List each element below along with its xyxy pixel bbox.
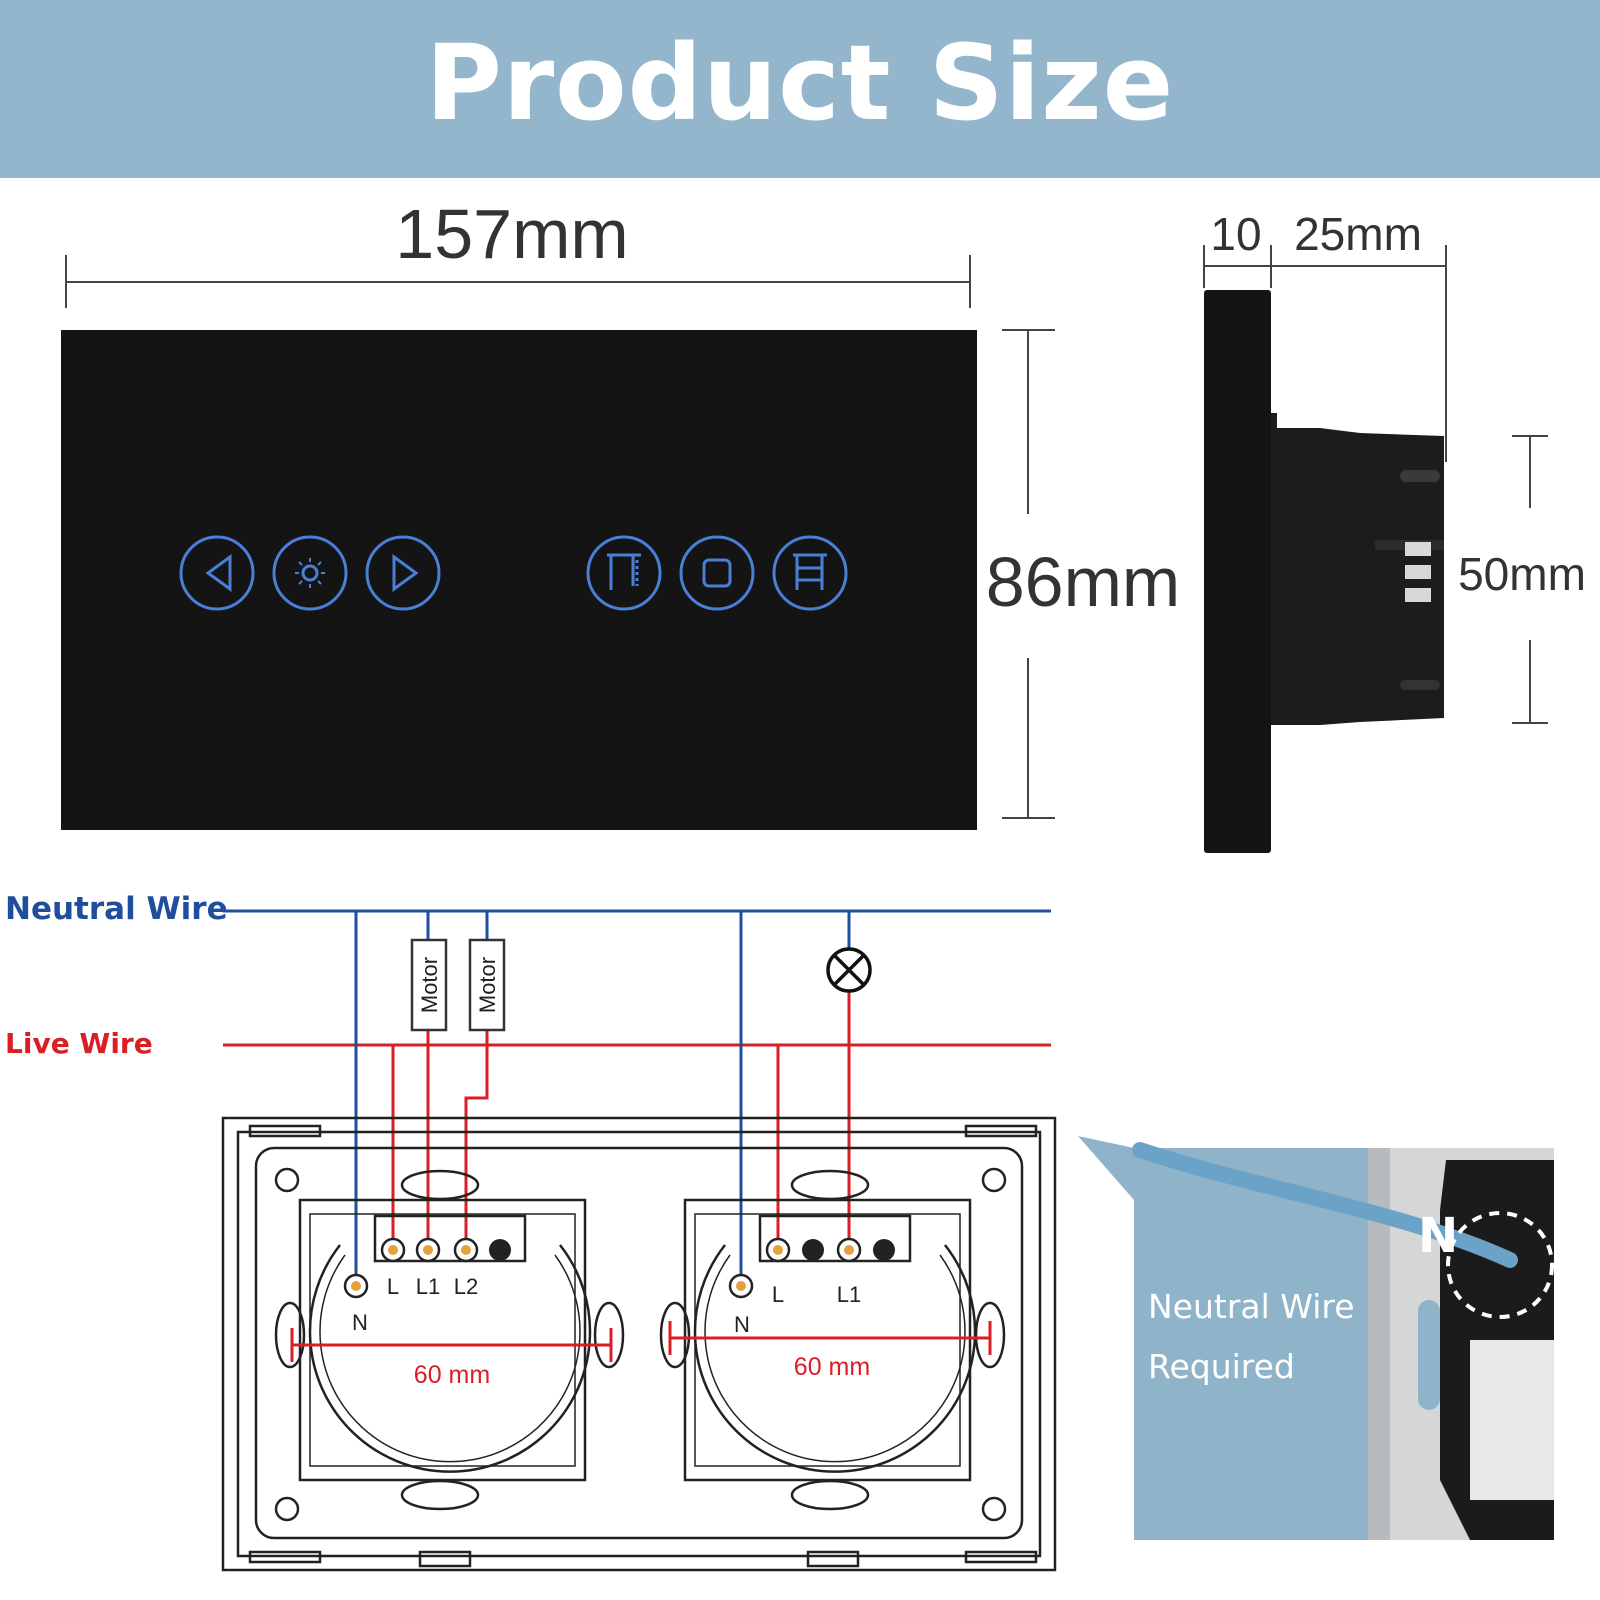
right-terminal-n: N: [734, 1312, 750, 1337]
header-banner: Product Size: [0, 0, 1600, 178]
left-module: [274, 1169, 625, 1511]
right-terminal-l1: L1: [837, 1282, 861, 1307]
inset-text-line1: Neutral Wire: [1148, 1287, 1355, 1326]
left-terminal-l2: L2: [454, 1274, 478, 1299]
left-terminals: [343, 1237, 511, 1299]
stop-icon: [679, 535, 755, 611]
width-label: 157mm: [395, 195, 628, 273]
right-spacing-dimension: [668, 1321, 992, 1355]
curtain-open-icon: [586, 535, 662, 611]
depth-label-glass: 10: [1210, 208, 1261, 260]
right-arrow-icon: [365, 535, 441, 611]
left-arrow-icon: [179, 535, 255, 611]
motor-box-2: Motor: [468, 938, 506, 1032]
right-spacing-label: 60 mm: [794, 1353, 870, 1381]
motor-label-2: Motor: [475, 957, 500, 1013]
inset-neutral-badge: N: [1418, 1208, 1458, 1264]
body-height-label: 50mm: [1458, 548, 1586, 600]
light-icon: [272, 535, 348, 611]
side-body-height-dimension: 50mm: [1458, 435, 1586, 724]
curtain-close-icon: [772, 535, 848, 611]
left-terminal-l: L: [387, 1274, 399, 1299]
left-spacing-dimension: [290, 1328, 613, 1362]
front-height-dimension: 86mm: [986, 329, 1180, 819]
switch-back-frame: [221, 1116, 1057, 1572]
neutral-wire-label: Neutral Wire: [5, 891, 228, 927]
height-label: 86mm: [986, 543, 1180, 621]
right-terminals: [728, 1237, 895, 1299]
side-depth-dimension: 10 25mm: [1203, 208, 1447, 462]
lamp-icon: [826, 947, 872, 993]
neutral-connections: [354, 911, 851, 1285]
left-terminal-n: N: [352, 1310, 368, 1335]
right-module: [659, 1169, 1006, 1511]
switch-side-profile: [1204, 290, 1444, 853]
neutral-wire-inset: [1078, 1136, 1554, 1540]
front-width-dimension: 157mm: [65, 195, 971, 308]
left-spacing-label: 60 mm: [414, 1361, 490, 1389]
live-wire-label: Live Wire: [5, 1027, 153, 1060]
motor-box-1: Motor: [410, 938, 448, 1032]
right-terminal-l: L: [772, 1282, 784, 1307]
page-title: Product Size: [425, 22, 1175, 144]
switch-front-panel: [61, 330, 977, 830]
live-connections: [391, 990, 851, 1250]
motor-label-1: Motor: [417, 957, 442, 1013]
inset-text-line2: Required: [1148, 1347, 1295, 1386]
depth-label-body: 25mm: [1294, 208, 1422, 260]
left-terminal-l1: L1: [416, 1274, 440, 1299]
